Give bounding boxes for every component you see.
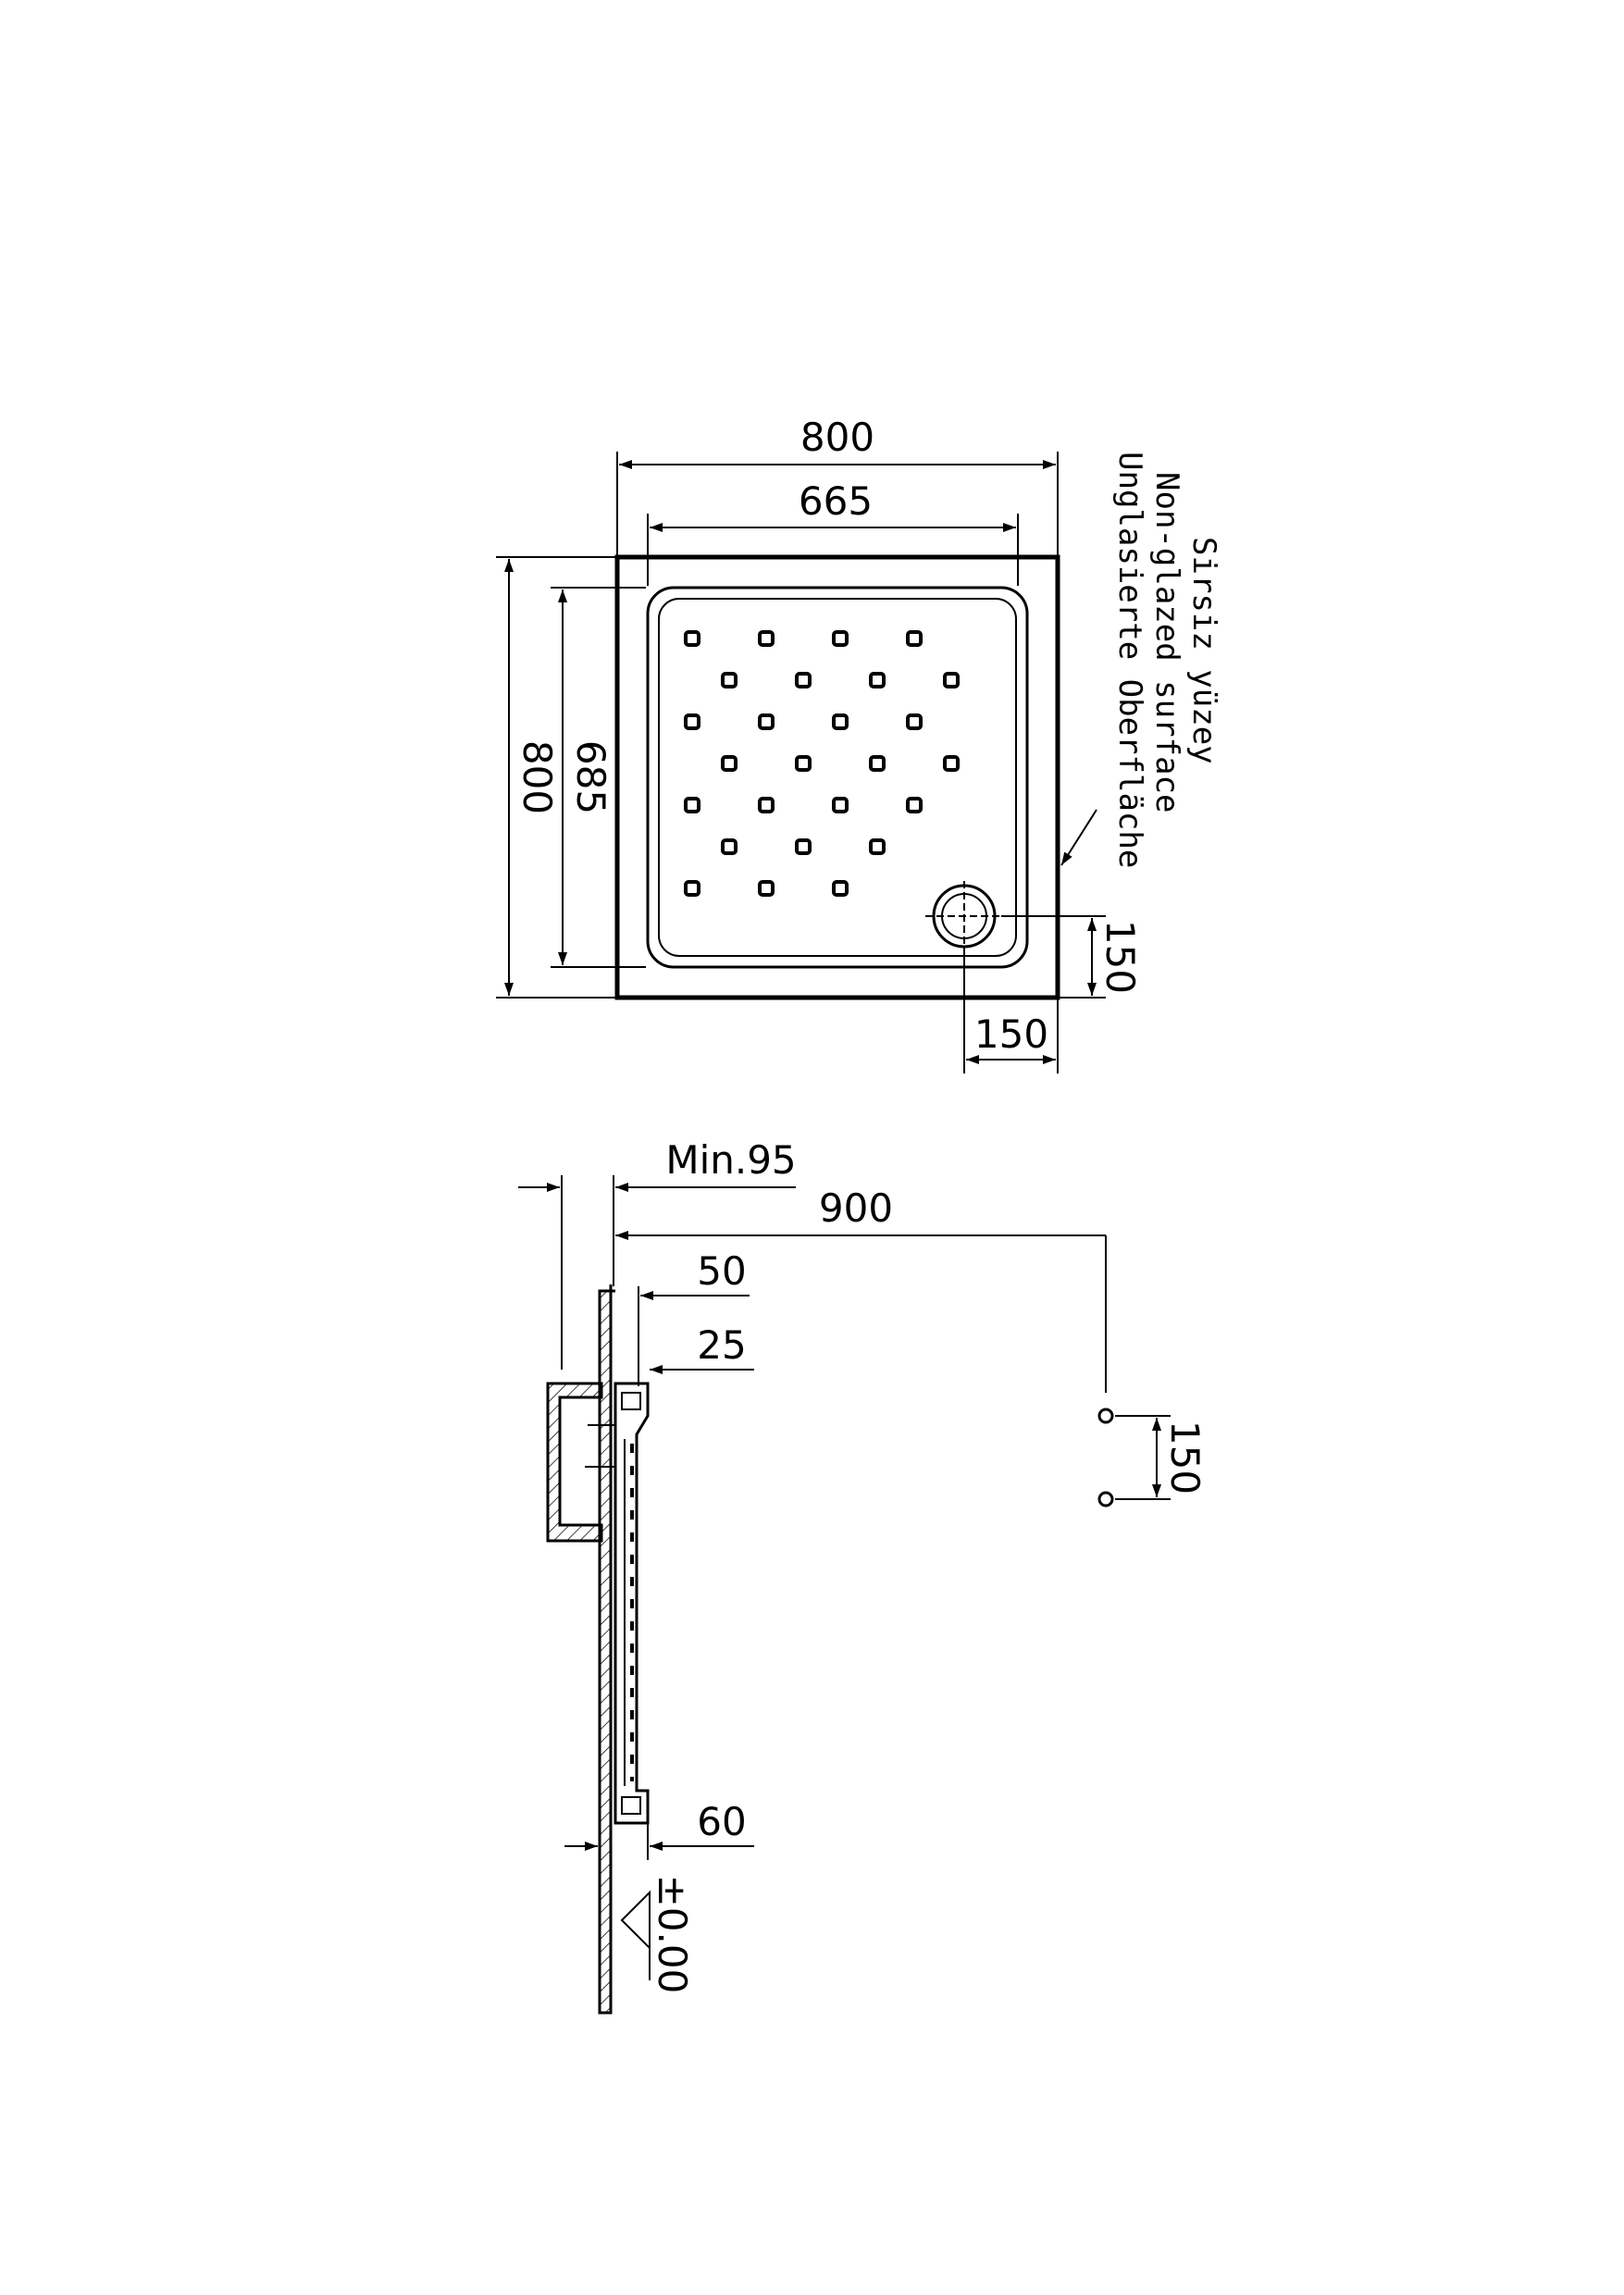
drain-icon (925, 881, 1001, 953)
anti-slip-dot (684, 880, 700, 897)
anti-slip-dot (906, 713, 923, 730)
anti-slip-dot (721, 838, 738, 855)
anti-slip-dot (721, 672, 738, 688)
anti-slip-dot (869, 672, 886, 688)
anti-slip-dot (943, 672, 960, 688)
anti-slip-dot (758, 797, 775, 813)
note-line-2: Non-glazed surface (1148, 472, 1185, 813)
anti-slip-dots (684, 630, 960, 897)
anti-slip-dot (758, 880, 775, 897)
anti-slip-dot (906, 630, 923, 647)
anti-slip-dot (832, 713, 849, 730)
dim-feet-spacing: 150 (1162, 1420, 1208, 1495)
anti-slip-dot (795, 672, 812, 688)
anti-slip-dot (832, 880, 849, 897)
section-view: Min.95 900 50 25 60 ±0.00 150 (518, 1137, 1208, 2015)
dim-overall-length: 900 (819, 1185, 893, 1231)
dim-60: 60 (697, 1799, 746, 1844)
anti-slip-dot (832, 797, 849, 813)
anti-slip-dot (832, 630, 849, 647)
supply-point-icon (1097, 1491, 1114, 1507)
basin-outline (646, 586, 1029, 969)
dim-25: 25 (697, 1322, 746, 1368)
dim-overall-width: 800 (800, 415, 874, 460)
basin-inner-outline (658, 598, 1017, 957)
dim-drain-offset-x: 150 (974, 1011, 1048, 1057)
anti-slip-dot (758, 713, 775, 730)
plan-view: 800 665 800 685 150 150 Sirsiz yüzey Non… (496, 415, 1222, 1073)
wall (598, 1289, 613, 2015)
anti-slip-dot (795, 755, 812, 772)
note-line-1: Sirsiz yüzey (1185, 537, 1222, 764)
tray-profile (614, 1382, 650, 1825)
anti-slip-dot (684, 630, 700, 647)
anti-slip-dot (684, 713, 700, 730)
recess-box (546, 1382, 603, 1543)
supply-point-icon (1097, 1408, 1114, 1424)
anti-slip-dot (721, 755, 738, 772)
level-triangle-icon (620, 1890, 651, 1951)
dim-min-95: Min.95 (665, 1137, 796, 1183)
dim-inner-depth: 685 (568, 740, 614, 814)
anti-slip-dot (943, 755, 960, 772)
dim-overall-depth: 800 (514, 740, 560, 814)
anti-slip-dot (795, 838, 812, 855)
anti-slip-dot (906, 797, 923, 813)
anti-slip-dot (869, 755, 886, 772)
dim-inner-width: 665 (799, 478, 873, 524)
level-label: ±0.00 (650, 1875, 695, 1994)
anti-slip-dot (758, 630, 775, 647)
note-line-3: Unglasierte Oberfläche (1111, 452, 1148, 868)
dim-drain-offset-y: 150 (1097, 920, 1143, 994)
tray-outline (614, 554, 1060, 1000)
anti-slip-dot (869, 838, 886, 855)
dim-50: 50 (697, 1248, 746, 1294)
anti-slip-dot (684, 797, 700, 813)
